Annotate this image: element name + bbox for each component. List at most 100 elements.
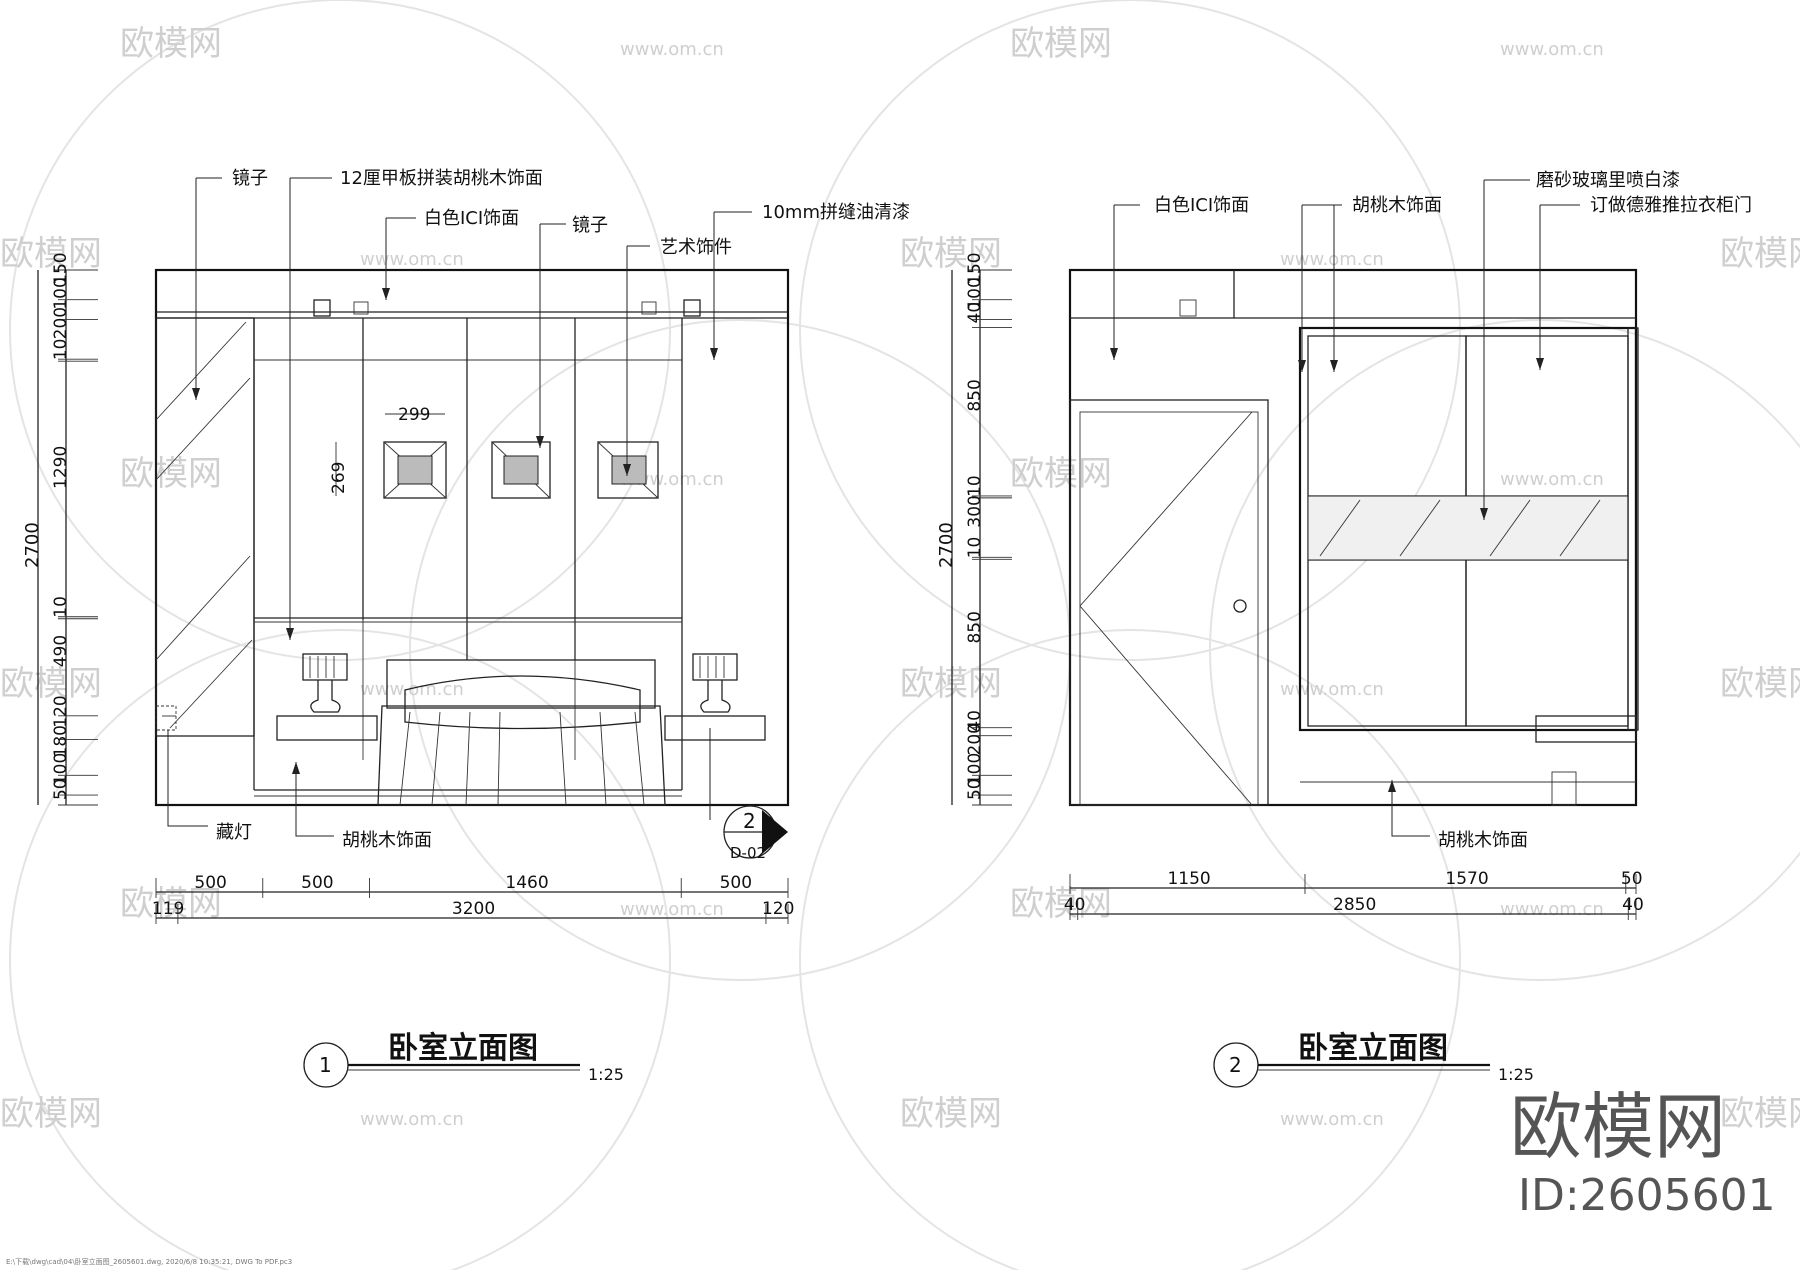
horizontal-dimension: 500 <box>720 873 752 893</box>
vertical-dimension: 100 <box>51 277 71 309</box>
leaders-2 <box>1113 179 1580 837</box>
watermark-brand: 欧模网 <box>1010 24 1112 64</box>
watermark-url: www.om.cn <box>1280 1109 1384 1130</box>
vertical-dimension: 40 <box>965 710 985 732</box>
art-frame-3 <box>597 441 659 499</box>
mirror-left <box>155 317 255 737</box>
label-walnut-bottom-2: 胡桃木饰面 <box>1438 830 1528 851</box>
vertical-dimension: 100 <box>965 277 985 309</box>
label-wardrobe: 订做德雅推拉衣柜门 <box>1590 195 1752 216</box>
drawing2-title: 卧室立面图 <box>1298 1031 1448 1066</box>
watermark-brand: 欧模网 <box>1720 1094 1800 1134</box>
label-white-ici-2: 白色ICI饰面 <box>1154 195 1249 216</box>
label-art-deco: 艺术饰件 <box>660 237 732 258</box>
frame-width-dim: 299 <box>398 405 430 425</box>
label-mirror-left: 镜子 <box>232 168 268 189</box>
vertical-dimension: 50 <box>51 778 71 800</box>
vertical-dimension: 850 <box>965 611 985 643</box>
watermark-url: www.om.cn <box>1500 469 1604 490</box>
vertical-dimension: 10 <box>965 537 985 559</box>
vertical-dimension: 300 <box>965 495 985 527</box>
brand-large: 欧模网 <box>1510 1085 1726 1169</box>
drawing1-number: 1 <box>319 1053 332 1077</box>
frame-height-dim: 269 <box>329 462 349 494</box>
section-number: 2 <box>743 809 756 833</box>
label-white-ici: 白色ICI饰面 <box>424 208 519 229</box>
label-hidden-light: 藏灯 <box>216 822 252 843</box>
watermark-brand: 欧模网 <box>0 664 102 704</box>
vertical-dimension: 200 <box>51 307 71 339</box>
watermark-url: www.om.cn <box>620 899 724 920</box>
elevation-1: 299 269 <box>22 168 910 1088</box>
drawing2-number: 2 <box>1229 1053 1242 1077</box>
vertical-dimension: 100 <box>51 753 71 785</box>
drawing2-scale: 1:25 <box>1498 1065 1534 1084</box>
section-marker: 2 D-02 <box>723 805 788 862</box>
watermark-brand: 欧模网 <box>120 24 222 64</box>
vertical-dimension: 150 <box>51 252 71 284</box>
watermark-url: www.om.cn <box>360 249 464 270</box>
horizontal-dimension: 3200 <box>452 899 495 919</box>
art-frame-1 <box>383 441 447 499</box>
label-seam-varnish: 10mm拼缝油清漆 <box>762 202 910 223</box>
watermark-brand: 欧模网 <box>900 664 1002 704</box>
vertical-dimension: 490 <box>51 635 71 667</box>
watermark-brand: 欧模网 <box>0 1094 102 1134</box>
vertical-dimension: 100 <box>965 753 985 785</box>
horizontal-dimension: 40 <box>1064 895 1086 915</box>
vertical-dimension: 120 <box>51 695 71 727</box>
horizontal-dimension: 500 <box>194 873 226 893</box>
label-walnut-finish: 胡桃木饰面 <box>342 830 432 851</box>
brand-id: ID:2605601 <box>1518 1170 1776 1221</box>
wardrobe <box>1298 326 1639 806</box>
watermark-layer: 欧模网 www.om.cn 欧模网 www.om.cn 欧模网 www.om.cn 欧模网 w… <box>0 24 1800 1134</box>
watermark-url: www.om.cn <box>1280 679 1384 700</box>
door <box>1069 399 1269 806</box>
vertical-dimension: 10 <box>51 596 71 618</box>
watermark-brand: 欧模网 <box>0 234 102 274</box>
label-walnut-panel: 12厘甲板拼装胡桃木饰面 <box>340 168 543 189</box>
horizontal-dimension: 50 <box>1621 869 1643 889</box>
vertical-dimension: 1290 <box>51 446 71 489</box>
watermark-brand: 欧模网 <box>900 234 1002 274</box>
watermark-url: www.om.cn <box>620 39 724 60</box>
nightstand-left <box>276 653 378 741</box>
watermark-url: www.om.cn <box>1500 899 1604 920</box>
watermark-brand: 欧模网 <box>120 454 222 494</box>
horizontal-dimension: 500 <box>301 873 333 893</box>
watermark-brand: 欧模网 <box>120 884 222 924</box>
bottom-dims-2: 1150 1570 50 40 2850 40 <box>1064 869 1644 920</box>
vertical-dimension: 200 <box>965 723 985 755</box>
horizontal-dimension: 2850 <box>1333 895 1376 915</box>
horizontal-dimension: 120 <box>762 899 794 919</box>
footer-path: E:\下载\dwg\cad\04\卧室立面图_2605601.dwg, 2020… <box>6 1257 292 1266</box>
vertical-dimension: 40 <box>965 302 985 324</box>
watermark-brand: 欧模网 <box>900 1094 1002 1134</box>
drawing1-scale: 1:25 <box>588 1065 624 1084</box>
horizontal-dimension: 1460 <box>505 873 548 893</box>
watermark-brand: 欧模网 <box>1720 664 1800 704</box>
watermark-url: www.om.cn <box>1500 39 1604 60</box>
horizontal-dimension: 40 <box>1622 895 1644 915</box>
label-frosted-glass: 磨砂玻璃里喷白漆 <box>1536 170 1680 191</box>
art-frame-2 <box>491 441 551 499</box>
watermark-brand: 欧模网 <box>1720 234 1800 274</box>
overall-height-2: 2700 <box>936 522 957 568</box>
bed <box>377 659 666 806</box>
elevation-2: 白色ICI饰面 胡桃木饰面 磨砂玻璃里喷白漆 订做德雅推拉衣柜门 胡桃木饰面 1… <box>936 170 1752 1088</box>
leaders-1 <box>167 177 752 837</box>
vertical-dimension: 10 <box>51 339 71 361</box>
horizontal-dimension: 1150 <box>1167 869 1210 889</box>
vertical-dimension: 10 <box>965 475 985 497</box>
nightstand-right <box>664 653 766 741</box>
watermark-brand: 欧模网 <box>1010 884 1112 924</box>
horizontal-dimension: 1570 <box>1445 869 1488 889</box>
overall-height-1: 2700 <box>22 522 43 568</box>
vertical-dimension: 180 <box>51 725 71 757</box>
horizontal-dimension: 119 <box>152 899 184 919</box>
vertical-dimension: 850 <box>965 379 985 411</box>
vertical-dimension: 150 <box>965 252 985 284</box>
watermark-url: www.om.cn <box>360 1109 464 1130</box>
